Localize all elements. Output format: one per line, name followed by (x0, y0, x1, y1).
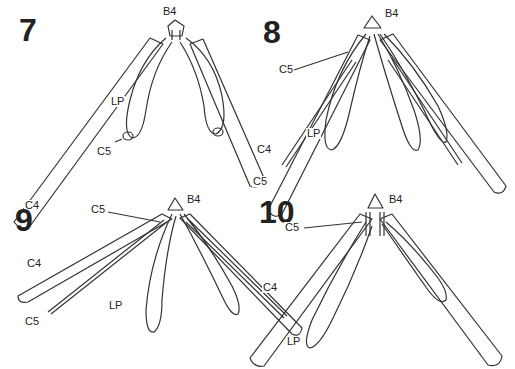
figure-number: 9 (14, 204, 34, 236)
part-label: C4 (26, 258, 42, 269)
part-label: C5 (96, 146, 112, 157)
part-label: LP (306, 128, 321, 139)
figure-number: 7 (18, 14, 38, 46)
part-label: C4 (262, 282, 278, 293)
part-label: C5 (90, 204, 106, 215)
part-label: C4 (256, 144, 272, 155)
part-label: B4 (186, 194, 201, 205)
part-label: C5 (252, 176, 268, 187)
part-label: LP (286, 336, 301, 347)
part-label: C5 (284, 222, 300, 233)
part-label: LP (108, 300, 123, 311)
part-label: B4 (162, 6, 177, 17)
panel-8-drawing (268, 16, 506, 216)
part-label: B4 (388, 194, 403, 205)
part-label: C5 (278, 64, 294, 75)
part-label: LP (110, 96, 125, 107)
panel-10-drawing (250, 194, 502, 366)
part-label: C5 (24, 316, 40, 327)
panel-7-drawing (14, 20, 264, 228)
part-label: B4 (384, 8, 399, 19)
figure-number: 8 (262, 16, 282, 48)
